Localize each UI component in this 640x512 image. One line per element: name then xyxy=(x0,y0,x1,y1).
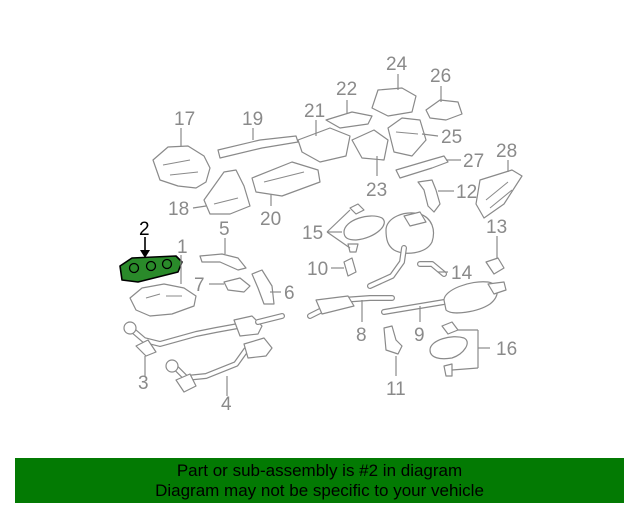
part-6-bracket xyxy=(251,269,275,305)
banner-line-disclaimer: Diagram may not be specific to your vehi… xyxy=(155,481,484,500)
part-28-heat-shield xyxy=(475,169,523,219)
callout-14: 14 xyxy=(451,263,473,284)
callout-21: 21 xyxy=(304,101,325,122)
part-13-hanger xyxy=(485,257,505,275)
callout-6: 6 xyxy=(284,283,295,304)
part-22-heat-shield xyxy=(325,111,373,129)
callout-2-highlighted: 2 xyxy=(139,219,150,240)
callout-4: 4 xyxy=(221,394,232,415)
callout-1: 1 xyxy=(177,237,188,258)
part-15-hanger xyxy=(343,203,385,253)
part-20-heat-shield xyxy=(251,161,321,197)
callout-9: 9 xyxy=(414,325,425,346)
callout-10: 10 xyxy=(307,259,328,280)
part-21-heat-shield xyxy=(297,127,351,163)
part-10-clamp xyxy=(343,257,357,277)
callout-18: 18 xyxy=(168,199,189,220)
callout-24: 24 xyxy=(386,54,408,75)
leader-lines xyxy=(140,74,509,396)
part-26-heat-shield xyxy=(425,99,463,121)
callout-19: 19 xyxy=(242,109,263,130)
callout-27: 27 xyxy=(463,151,484,172)
callout-8: 8 xyxy=(356,325,367,346)
callout-23: 23 xyxy=(366,180,387,201)
part-12-bracket xyxy=(417,179,441,213)
part-14-pipe xyxy=(417,261,447,277)
callout-13: 13 xyxy=(486,217,507,238)
part-3-front-pipe xyxy=(123,313,285,357)
part-4-front-pipe xyxy=(165,337,273,393)
callout-7: 7 xyxy=(194,275,205,296)
callout-11: 11 xyxy=(386,379,406,400)
part-23-heat-shield xyxy=(351,129,389,161)
part-17-heat-shield xyxy=(152,145,211,189)
callout-15: 15 xyxy=(302,223,323,244)
callout-17: 17 xyxy=(174,109,195,130)
part-27-heat-shield xyxy=(395,155,449,179)
part-25-heat-shield xyxy=(387,117,427,157)
callout-22: 22 xyxy=(336,79,357,100)
part-5-bracket xyxy=(199,253,247,271)
callout-25: 25 xyxy=(441,127,462,148)
part-11-hanger xyxy=(383,325,403,355)
part-8-intermediate-pipe xyxy=(307,245,407,319)
part-19-heat-shield xyxy=(217,135,299,159)
part-18-heat-shield xyxy=(203,169,251,215)
callout-20: 20 xyxy=(260,209,281,230)
callout-3: 3 xyxy=(138,373,149,394)
callout-16: 16 xyxy=(496,339,517,360)
callout-5: 5 xyxy=(219,219,230,240)
part-1-exhaust-manifold xyxy=(129,283,197,317)
callout-12: 12 xyxy=(456,182,477,203)
exhaust-parts-diagram: 17 19 18 20 21 22 23 24 25 26 27 28 12 1… xyxy=(119,54,523,415)
part-24-heat-shield xyxy=(371,87,417,117)
callout-28: 28 xyxy=(496,141,517,162)
callout-26: 26 xyxy=(430,66,451,87)
part-9-rear-muffler xyxy=(381,281,507,315)
part-7-bracket xyxy=(223,277,251,293)
part-2-gasket-highlighted[interactable] xyxy=(119,255,183,283)
banner-line-part: Part or sub-assembly is #2 in diagram xyxy=(176,461,463,480)
part-info-banner: Part or sub-assembly is #2 in diagram Di… xyxy=(15,458,624,503)
part-16-tailpipe-tips xyxy=(429,321,468,377)
center-resonator xyxy=(385,211,435,254)
callout-labels: 17 19 18 20 21 22 23 24 25 26 27 28 12 1… xyxy=(138,54,517,415)
